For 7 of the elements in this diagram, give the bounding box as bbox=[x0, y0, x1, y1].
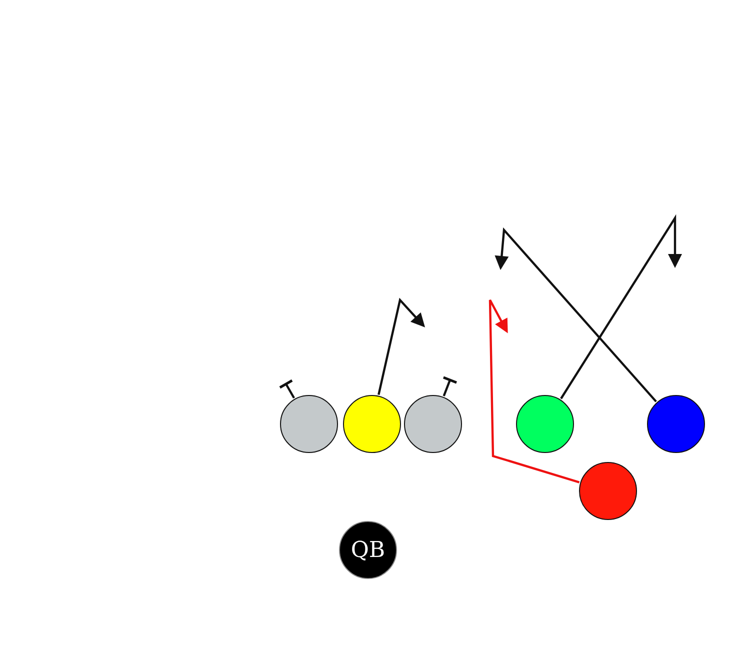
route-arrow bbox=[560, 214, 682, 400]
block-line bbox=[442, 376, 458, 396]
player-circle: QB bbox=[339, 521, 397, 579]
route-arrow bbox=[494, 227, 657, 402]
block-line bbox=[278, 379, 295, 399]
route-arrow bbox=[488, 298, 580, 484]
route-arrow bbox=[378, 298, 426, 395]
